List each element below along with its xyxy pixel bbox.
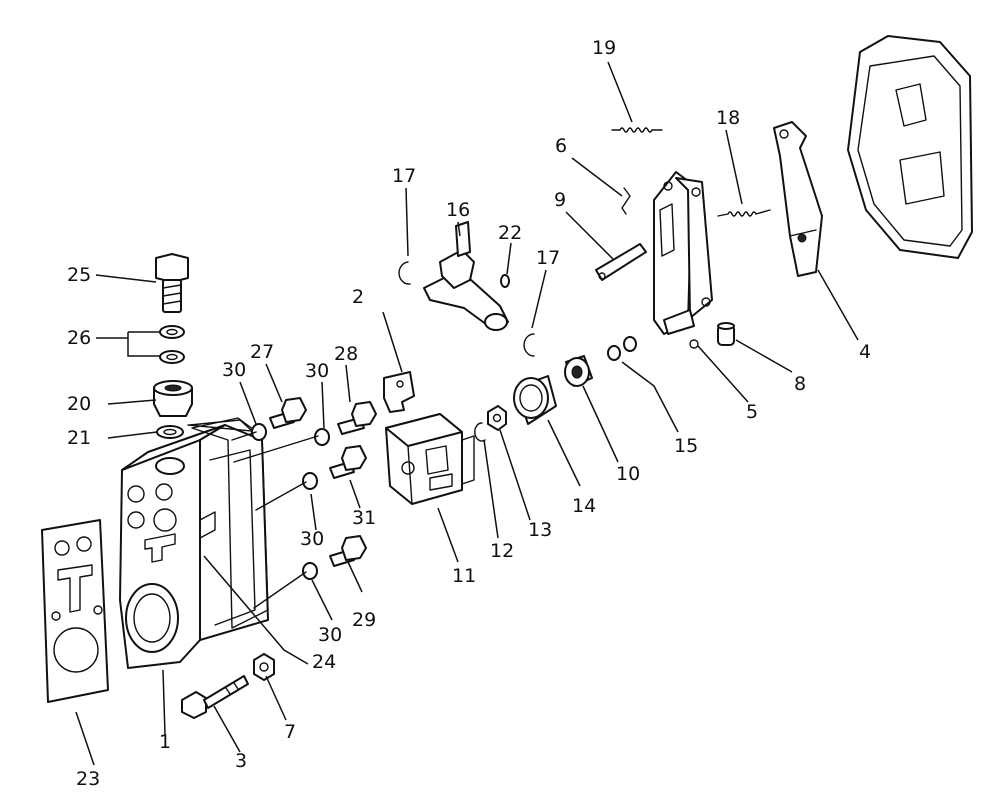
part-17-snap-rings	[398, 261, 535, 357]
callout-23: 23	[76, 768, 100, 790]
callout-5: 5	[746, 401, 758, 423]
part-22-pin	[500, 274, 510, 288]
part-29-bolt	[329, 535, 367, 567]
callout-18: 18	[716, 107, 740, 129]
part-21-oring	[156, 425, 184, 439]
callout-20: 20	[67, 393, 91, 415]
part-13-nut	[487, 405, 507, 431]
part-10-bearing	[564, 355, 593, 387]
callout-2: 2	[352, 286, 364, 308]
part-8-dowel	[717, 322, 735, 346]
part-14-sleeve	[513, 375, 557, 425]
part-3-bolt	[181, 675, 249, 719]
callout-31: 31	[352, 507, 376, 529]
callout-labels: 1 2 3 4 5 6 7 8 9 10 11 12 13 14 15 16 1…	[67, 37, 871, 790]
callout-1: 1	[159, 731, 171, 753]
callout-8: 8	[794, 373, 806, 395]
part-9-link	[595, 243, 647, 281]
callout-9: 9	[554, 189, 566, 211]
callout-28: 28	[334, 343, 358, 365]
callout-3: 3	[235, 750, 247, 772]
callout-19: 19	[592, 37, 616, 59]
callout-15: 15	[674, 435, 698, 457]
part-5-lever	[653, 171, 713, 349]
callout-30b: 30	[305, 360, 329, 382]
callout-11: 11	[452, 565, 476, 587]
callout-27: 27	[250, 341, 274, 363]
callout-12: 12	[490, 540, 514, 562]
callout-21: 21	[67, 427, 91, 449]
part-15-washers	[607, 336, 637, 361]
callout-30a: 30	[222, 359, 246, 381]
part-2-bracket	[383, 371, 415, 413]
callout-17b: 17	[536, 247, 560, 269]
callout-16: 16	[446, 199, 470, 221]
callout-10: 10	[616, 463, 640, 485]
part-31-bolt	[329, 445, 367, 479]
callout-30d: 30	[318, 624, 342, 646]
part-19-spring	[611, 127, 663, 133]
callout-22: 22	[498, 222, 522, 244]
callout-13: 13	[528, 519, 552, 541]
part-20-plug	[153, 380, 193, 417]
part-23-gasket	[41, 519, 109, 703]
part-25-bolt	[155, 253, 189, 313]
callout-6: 6	[555, 135, 567, 157]
callout-29: 29	[352, 609, 376, 631]
part-30-washers	[251, 423, 330, 580]
part-6-pin	[621, 187, 631, 215]
part-28-bolt	[337, 401, 377, 435]
callout-30c: 30	[300, 528, 324, 550]
part-18-spring	[717, 209, 771, 217]
part-26-washers	[159, 325, 185, 364]
callout-24: 24	[312, 651, 336, 673]
callout-25: 25	[67, 264, 91, 286]
part-11-weight-assembly	[385, 413, 475, 505]
part-27-bolt	[269, 397, 307, 429]
callout-4: 4	[859, 341, 871, 363]
part-12-snap-ring	[474, 422, 486, 442]
leader-lines	[75, 61, 859, 766]
part-24-gasket	[191, 417, 269, 629]
callout-7: 7	[284, 721, 296, 743]
callout-17a: 17	[392, 165, 416, 187]
part-7-nut	[253, 653, 275, 681]
part-1-housing	[119, 419, 269, 669]
cover	[847, 35, 973, 259]
part-4-lever	[773, 121, 823, 277]
callout-26: 26	[67, 327, 91, 349]
callout-14: 14	[572, 495, 596, 517]
part-16-shaft	[423, 221, 509, 331]
